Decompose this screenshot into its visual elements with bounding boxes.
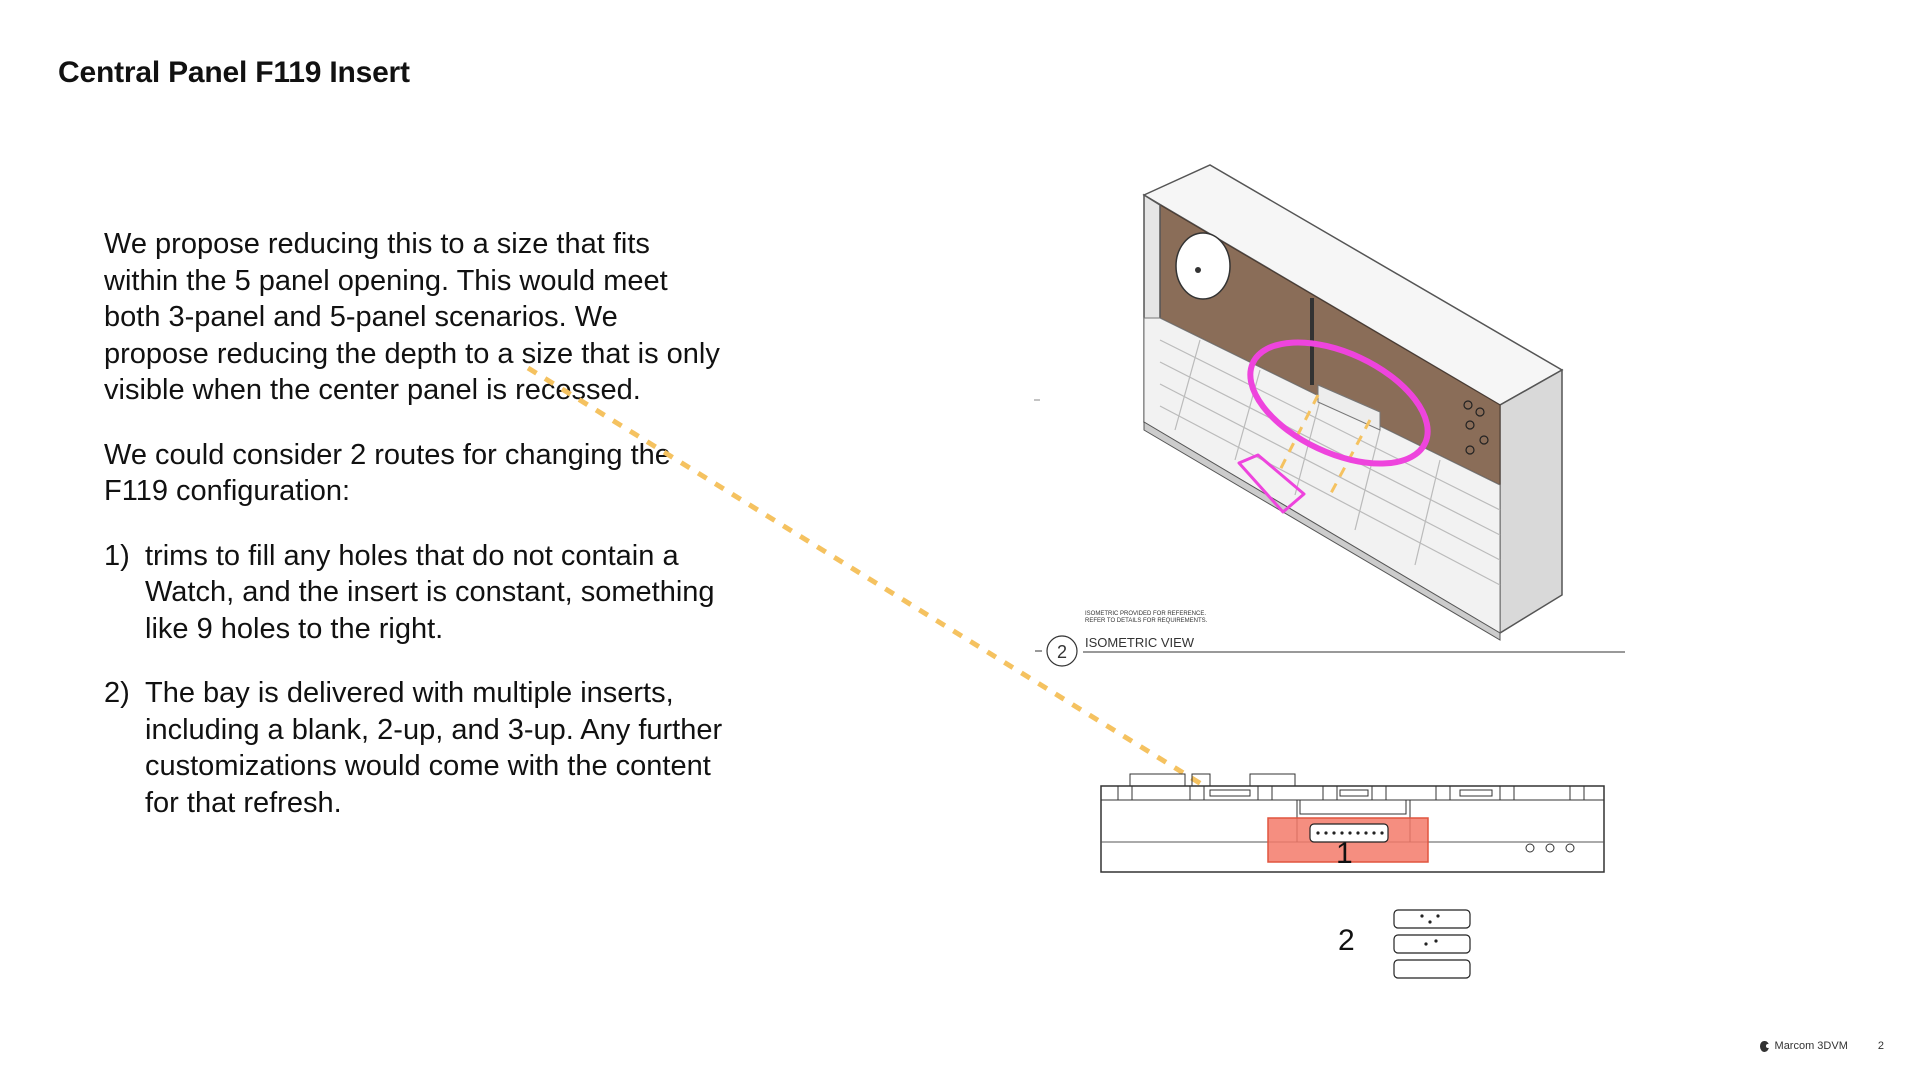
footer: Marcom 3DVM 2 bbox=[1759, 1040, 1884, 1052]
option-1-label: 1 bbox=[1336, 837, 1353, 870]
drawing-note-1: ISOMETRIC PROVIDED FOR REFERENCE. bbox=[1085, 611, 1206, 617]
isometric-cabinet bbox=[1142, 164, 1564, 641]
callout-arrow bbox=[526, 365, 1254, 820]
insert-3-up bbox=[1393, 909, 1471, 929]
detail-number: 2 bbox=[1057, 642, 1067, 662]
routes-intro-paragraph: We could consider 2 routes for changing … bbox=[104, 438, 671, 508]
view-title: ISOMETRIC VIEW bbox=[1085, 635, 1195, 650]
route-text: trims to fill any holes that do not cont… bbox=[145, 539, 715, 645]
route-item-2: 2) The bay is delivered with multiple in… bbox=[104, 675, 724, 821]
insert-options bbox=[1393, 909, 1471, 979]
insert-2-up bbox=[1393, 934, 1471, 954]
footer-brand: Marcom 3DVM bbox=[1759, 1040, 1848, 1052]
view-title-block: 2 ISOMETRIC VIEW ISOMETRIC PROVIDED FOR … bbox=[1034, 399, 1625, 667]
slide-title: Central Panel F119 Insert bbox=[58, 56, 410, 89]
route-number: 1) bbox=[104, 539, 130, 572]
option-2-label: 2 bbox=[1338, 924, 1355, 957]
route-item-1: 1) trims to fill any holes that do not c… bbox=[104, 538, 724, 648]
plan-view bbox=[1100, 773, 1605, 873]
tile-pattern bbox=[1159, 339, 1501, 586]
body-text: We propose reducing this to a size that … bbox=[104, 226, 724, 849]
proposal-paragraph: We propose reducing this to a size that … bbox=[104, 228, 720, 406]
drawing-note-2: REFER TO DETAILS FOR REQUIREMENTS. bbox=[1085, 618, 1208, 624]
route-number: 2) bbox=[104, 677, 130, 709]
insert-blank bbox=[1393, 959, 1471, 979]
apple-logo-icon bbox=[1759, 1040, 1770, 1052]
route-text: The bay is delivered with multiple inser… bbox=[145, 677, 723, 819]
footer-brand-text: Marcom 3DVM bbox=[1774, 1040, 1848, 1052]
page-number: 2 bbox=[1877, 1040, 1884, 1052]
